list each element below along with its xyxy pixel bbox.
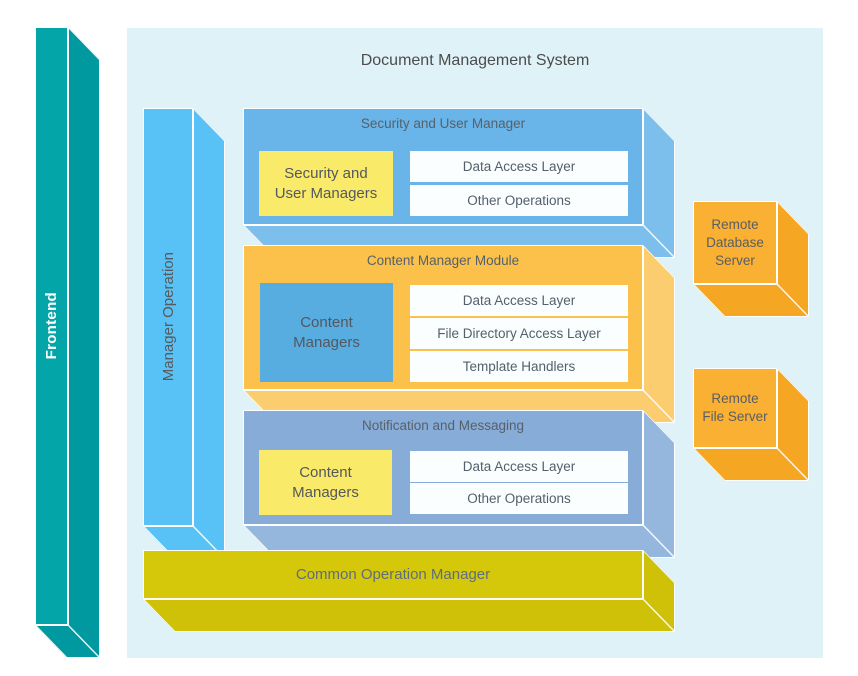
frontend-bar-front-face <box>35 27 68 625</box>
remote-file-server-front-face <box>693 368 777 448</box>
module-notification-header: Notification and Messaging <box>361 418 525 433</box>
manager-operation-bar-label-wrap: Manager Operation <box>143 108 193 526</box>
module-row: File Directory Access Layer <box>410 318 628 349</box>
remote-file-server-label: Remote File Server <box>702 391 768 424</box>
manager-operation-bar: Manager Operation <box>143 108 226 559</box>
frontend-bar: Frontend <box>35 27 101 658</box>
remote-database-server-label: Remote Database Server <box>706 216 764 268</box>
security-and-user-managers-box: Security and User Managers <box>259 151 393 216</box>
module-content-header: Content Manager Module <box>366 253 520 268</box>
module-row: Data Access Layer <box>410 285 628 316</box>
module-row: Other Operations <box>410 185 628 216</box>
module-row: Data Access Layer <box>410 151 628 182</box>
manager-operation-bar-front-face <box>143 108 193 526</box>
manager-operation-bar-right-face <box>193 108 225 559</box>
module-security-and-user-manager: Security and User Manager Security and U… <box>243 108 676 258</box>
remote-database-server-front-face <box>693 201 777 284</box>
module-security-header: Security and User Manager <box>360 116 526 131</box>
common-operation-front-face <box>143 550 643 599</box>
frontend-bar-label: Frontend <box>43 292 60 360</box>
module-notification-and-messaging: Notification and Messaging Content Manag… <box>243 410 676 558</box>
remote-file-server-cube: Remote File Server <box>693 368 810 481</box>
content-managers-box: Content Managers <box>260 283 393 382</box>
diagram-title: Document Management System <box>360 52 590 69</box>
common-operation-bottom-face <box>143 599 676 632</box>
remote-database-server-cube: Remote Database Server <box>693 201 810 317</box>
common-operation-manager-label: Common Operation Manager <box>295 566 491 583</box>
frontend-bar-right-face <box>68 27 100 658</box>
content-managers-box: Content Managers <box>259 450 392 515</box>
frontend-bar-label-wrap: Frontend <box>35 27 68 625</box>
common-operation-manager-bar: Common Operation Manager <box>143 550 676 632</box>
module-row: Other Operations <box>410 483 628 514</box>
module-row: Data Access Layer <box>410 451 628 482</box>
manager-operation-bar-label: Manager Operation <box>159 252 177 382</box>
module-row: Template Handlers <box>410 351 628 382</box>
module-content-manager: Content Manager Module Content Managers … <box>243 245 676 423</box>
